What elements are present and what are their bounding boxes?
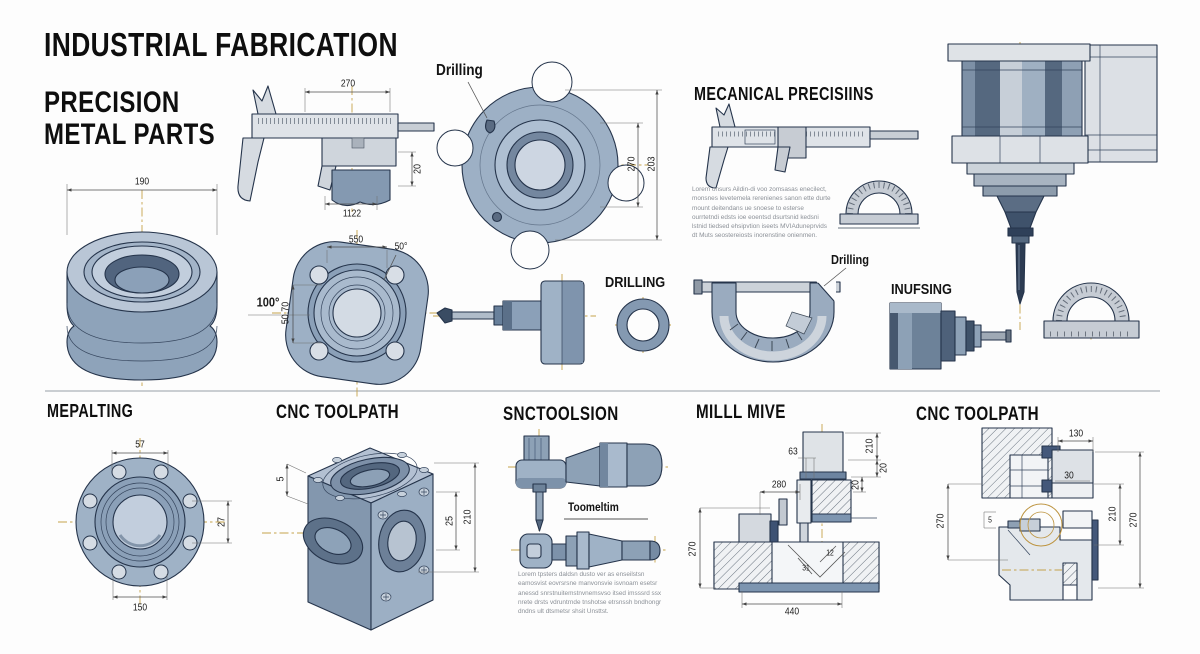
dim-cube-inner: 25 (444, 515, 456, 527)
dim-mepalting-bottom: 150 (132, 602, 148, 614)
dim-mill-bottom: 440 (784, 606, 800, 618)
heading-milll-mive: MILLL MIVE (696, 402, 786, 423)
collet-tool-illustration (889, 302, 1012, 370)
dim-flangetop-vertical: 50.70 (280, 301, 292, 325)
heading-mecanical-precisions: MECANICAL PRECISIINS (694, 84, 874, 104)
lobed-flange-illustration (436, 61, 662, 270)
bearing-illustration (66, 184, 218, 386)
protractor2-illustration (1043, 282, 1140, 342)
dim-mill-left: 270 (687, 541, 699, 557)
dim-flangetop-angle: 50° (394, 241, 408, 253)
ring-illustration (615, 297, 671, 353)
heading-cnc-toolpath-2: CNC TOOLPATH (916, 404, 1040, 425)
dim-flangetop-width: 550 (348, 234, 364, 246)
dim-mepalting-top: 57 (135, 439, 145, 451)
dim-cnc2-left: 270 (935, 513, 947, 529)
heading-mepalting: MEPALTING (47, 401, 134, 421)
dim-mill-right-3: 20 (850, 479, 862, 491)
dim-cnc2-mid: 30 (1064, 470, 1074, 482)
caliper2-illustration (705, 103, 919, 189)
dim-cnc2-top: 130 (1068, 428, 1084, 440)
dim-mill-right-2: 20 (878, 462, 890, 474)
dim-cnc2-right-outer: 270 (1128, 512, 1140, 528)
dim-mill-right-1: 210 (864, 438, 876, 454)
cnc-block-illustration (262, 447, 479, 631)
dim-mill-width: 280 (771, 479, 787, 491)
dim-cnc2-right-inner: 210 (1107, 506, 1119, 522)
mill-section-drawing (698, 424, 881, 608)
angle-tool-illustration (508, 429, 668, 537)
poster-subtitle-line1: PRECISION (44, 86, 180, 119)
dim-caliper-right: 20 (412, 163, 424, 175)
milling-machine-illustration (947, 42, 1158, 330)
protractor-illustration (838, 180, 920, 229)
caliper-illustration (237, 85, 435, 212)
dim-caliper-top: 270 (340, 78, 356, 90)
dim-flange4-height: 270 (626, 156, 638, 172)
bolt-flange-illustration (58, 438, 232, 606)
heading-snctoolsion: SNCTOOLSION (503, 404, 619, 425)
spindle-tool-illustration (511, 518, 668, 570)
dim-flange4-total: 203 (646, 156, 658, 172)
dim-cnc2-small: 5 (988, 515, 992, 525)
dim-mill-spindle: 63 (788, 446, 798, 458)
cnc-section-drawing (946, 427, 1144, 601)
dim-cube-outer: 210 (462, 509, 474, 525)
dim-caliper-bottom: 1122 (342, 208, 362, 220)
label-drilling-flange: Drilling (436, 62, 483, 79)
dim-bearing-width: 190 (134, 176, 150, 188)
label-drilling-micrometer: Drilling (831, 252, 870, 267)
label-toomeltim: Toomeltim (568, 500, 619, 514)
heading-cnc-toolpath-1: CNC TOOLPATH (276, 402, 400, 423)
label-drilling-ring: DRILLING (605, 274, 666, 291)
snctoolsion-paragraph: Lorem tpsters daldsn dusto ver as enseil… (518, 571, 662, 616)
poster-subtitle-line2: METAL PARTS (44, 118, 216, 151)
dim-mill-angle-2: 12 (826, 548, 834, 558)
dim-flangetop-left-angle: 100° (256, 294, 280, 310)
label-inufsing: INUFSING (891, 281, 952, 298)
dim-mill-angle-1: 31 (802, 563, 810, 573)
dim-mepalting-right: 27 (216, 516, 228, 528)
mecanical-paragraph: Lorem onsurs Aildin-di voo zomsasas enec… (692, 186, 831, 240)
poster-title: INDUSTRIAL FABRICATION (44, 26, 398, 63)
flange-top-view-illustration (248, 230, 448, 398)
drill-tool-illustration (433, 274, 596, 370)
micrometer-illustration (693, 267, 847, 363)
dim-cube-left: 5 (275, 476, 287, 482)
